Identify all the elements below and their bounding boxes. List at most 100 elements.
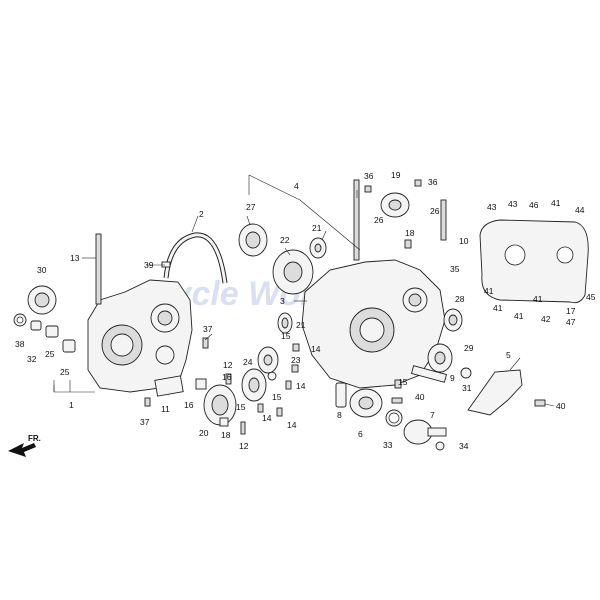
front-label: FR. bbox=[28, 434, 41, 443]
callout-10: 10 bbox=[459, 236, 469, 246]
callout-28: 28 bbox=[455, 294, 465, 304]
bearing bbox=[257, 346, 279, 374]
callout-3: 3 bbox=[280, 296, 285, 306]
callout-42: 42 bbox=[541, 314, 551, 324]
dowel-pin bbox=[62, 339, 76, 353]
cover-plate bbox=[154, 375, 184, 397]
o-ring bbox=[13, 313, 27, 327]
bolt bbox=[364, 185, 372, 193]
washer bbox=[435, 441, 445, 451]
bolt bbox=[404, 239, 412, 249]
bearing bbox=[241, 368, 267, 402]
callout-43: 43 bbox=[487, 202, 497, 212]
callout-41e: 41 bbox=[533, 294, 543, 304]
bolt bbox=[414, 179, 422, 187]
callout-labels: 1 2 3 4 5 6 7 8 9 10 11 12 12 13 14 14 1… bbox=[15, 170, 596, 451]
leader-lines bbox=[53, 174, 555, 407]
bolt bbox=[292, 343, 300, 352]
callout-8: 8 bbox=[337, 410, 342, 420]
o-ring bbox=[460, 367, 472, 379]
callout-41c: 41 bbox=[493, 303, 503, 313]
bolt bbox=[202, 337, 209, 349]
callout-7: 7 bbox=[430, 410, 435, 420]
bolt bbox=[225, 373, 232, 385]
callout-17: 17 bbox=[566, 306, 576, 316]
callout-4: 4 bbox=[294, 181, 299, 191]
oil-seal bbox=[27, 285, 57, 315]
callout-40b: 40 bbox=[556, 401, 566, 411]
callout-40: 40 bbox=[415, 392, 425, 402]
callout-1: 1 bbox=[69, 400, 74, 410]
crankcase-gasket bbox=[479, 219, 589, 304]
callout-46: 46 bbox=[529, 200, 539, 210]
callout-23: 23 bbox=[291, 355, 301, 365]
needle-bearing bbox=[238, 223, 268, 257]
callout-29: 29 bbox=[464, 343, 474, 353]
bearing bbox=[380, 192, 410, 218]
callout-21: 21 bbox=[312, 223, 322, 233]
spring bbox=[335, 382, 347, 408]
callout-6: 6 bbox=[358, 429, 363, 439]
callout-9: 9 bbox=[450, 373, 455, 383]
callout-5: 5 bbox=[506, 350, 511, 360]
stud-bolt bbox=[95, 233, 102, 305]
callout-15c: 15 bbox=[236, 402, 246, 412]
hose-clip bbox=[161, 261, 171, 268]
callout-15b: 15 bbox=[398, 377, 408, 387]
bolt bbox=[285, 380, 292, 390]
bolt bbox=[291, 364, 299, 373]
callout-16: 16 bbox=[184, 400, 194, 410]
dowel-pin bbox=[45, 325, 59, 338]
callout-26: 26 bbox=[374, 215, 384, 225]
callout-38: 38 bbox=[15, 339, 25, 349]
callout-41: 41 bbox=[551, 198, 561, 208]
callout-26b: 26 bbox=[430, 206, 440, 216]
callout-47: 47 bbox=[566, 317, 576, 327]
dowel-pin bbox=[219, 417, 229, 427]
callout-18b: 18 bbox=[221, 430, 231, 440]
callout-12: 12 bbox=[223, 360, 233, 370]
callout-16b: 16 bbox=[222, 372, 232, 382]
callout-41d: 41 bbox=[514, 311, 524, 321]
callout-37: 37 bbox=[203, 324, 213, 334]
callout-25: 25 bbox=[45, 349, 55, 359]
callout-33: 33 bbox=[383, 440, 393, 450]
callout-15d: 15 bbox=[272, 392, 282, 402]
callout-11: 11 bbox=[161, 404, 170, 414]
oil-seal bbox=[443, 308, 463, 332]
callout-2: 2 bbox=[199, 209, 204, 219]
callout-20: 20 bbox=[199, 428, 209, 438]
callout-35: 35 bbox=[450, 264, 460, 274]
callout-41b: 41 bbox=[484, 286, 494, 296]
dowel-pin bbox=[30, 320, 42, 331]
callout-14b: 14 bbox=[296, 381, 306, 391]
callout-43b: 43 bbox=[508, 199, 518, 209]
callout-45: 45 bbox=[586, 292, 596, 302]
callout-14: 14 bbox=[311, 344, 321, 354]
callout-14d: 14 bbox=[287, 420, 297, 430]
breather-hose bbox=[163, 232, 228, 284]
collar bbox=[195, 378, 207, 390]
gasket bbox=[410, 365, 448, 383]
callout-30: 30 bbox=[37, 265, 47, 275]
callout-34: 34 bbox=[459, 441, 469, 451]
callout-15: 15 bbox=[281, 331, 291, 341]
callout-36: 36 bbox=[364, 171, 374, 181]
callout-36b: 36 bbox=[428, 177, 438, 187]
callout-39: 39 bbox=[144, 260, 154, 270]
stud-bolt bbox=[353, 179, 360, 261]
o-ring bbox=[385, 409, 403, 427]
callout-31: 31 bbox=[462, 383, 472, 393]
oil-seal bbox=[427, 343, 453, 373]
oil-seal bbox=[277, 312, 293, 334]
callout-19: 19 bbox=[391, 170, 401, 180]
callout-12b: 12 bbox=[239, 441, 249, 451]
callout-13: 13 bbox=[70, 253, 80, 263]
bracket bbox=[467, 369, 523, 416]
front-direction-arrow: FR. bbox=[8, 434, 41, 457]
oil-seal bbox=[309, 237, 327, 259]
right-crankcase bbox=[301, 259, 446, 389]
bearing bbox=[272, 249, 314, 295]
callout-24: 24 bbox=[243, 357, 253, 367]
